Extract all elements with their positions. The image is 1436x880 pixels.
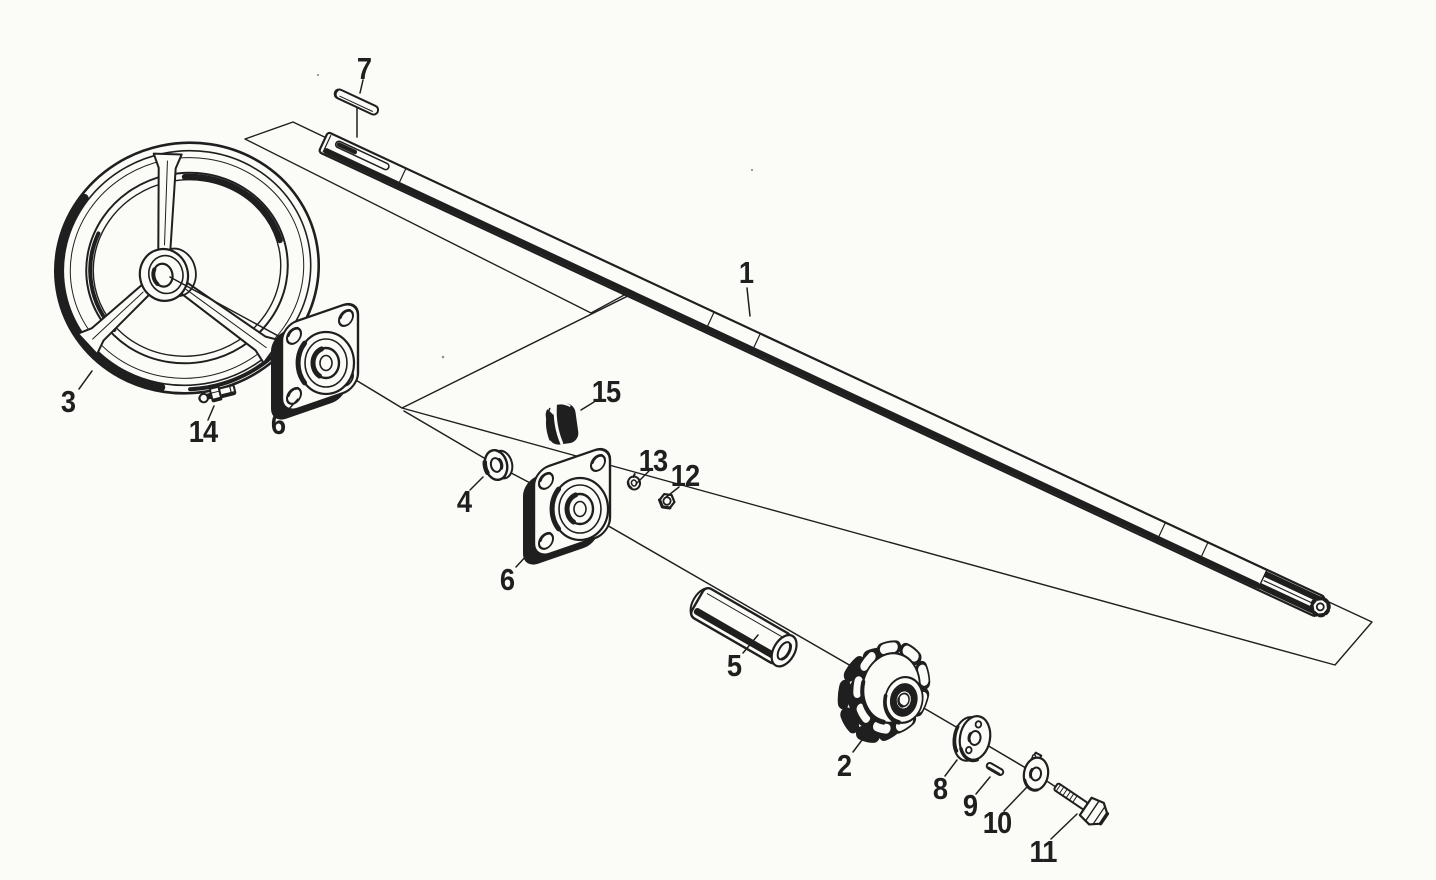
spline-end-face <box>1309 596 1331 618</box>
part-3-wheel <box>53 141 321 395</box>
part-label-7: 7 <box>356 51 372 86</box>
part-label-1: 1 <box>738 255 754 290</box>
bearing-boss-a <box>295 330 356 396</box>
part-6-flange-bearing-b <box>523 447 612 565</box>
keyway-slot <box>336 142 358 155</box>
part-9-pin <box>985 762 1005 776</box>
callout-leader-lines <box>78 287 1078 840</box>
part-5-spacer-tube <box>689 586 798 668</box>
part-label-11: 11 <box>1029 834 1057 869</box>
part-14-grease-fitting <box>198 384 237 404</box>
paper-specks <box>316 73 754 359</box>
sprocket-hub <box>883 675 924 725</box>
part-label-2: 2 <box>836 748 852 783</box>
part-label-8: 8 <box>932 771 948 806</box>
part-label-12: 12 <box>670 458 700 493</box>
part-label-15: 15 <box>591 374 621 409</box>
part-7-key <box>333 88 380 116</box>
part-label-9: 9 <box>962 788 978 823</box>
part-label-3: 3 <box>60 384 76 419</box>
part-6-flange-bearing-a <box>271 302 360 420</box>
part-label-13: 13 <box>638 443 668 478</box>
phantom-planes <box>244 121 1373 666</box>
part-12-nut <box>657 492 676 510</box>
part-13-washer <box>626 473 642 491</box>
part-label-10: 10 <box>982 805 1012 840</box>
part-label-4: 4 <box>456 484 472 519</box>
part-label-14: 14 <box>188 414 218 449</box>
part-2-sprocket <box>837 640 931 743</box>
spline-section <box>1258 571 1331 618</box>
part-10-lock-plate <box>1022 751 1050 792</box>
part-label-5: 5 <box>726 648 742 683</box>
rim-shadow <box>55 193 166 392</box>
part-4-lock-collar <box>482 449 514 481</box>
part-label-6a: 6 <box>270 406 286 441</box>
wheel-hub <box>138 247 197 302</box>
wheel-spokes <box>76 152 282 365</box>
key-leader-line <box>356 79 364 138</box>
part-15-clip <box>544 401 579 445</box>
part-8-retainer-disc <box>952 715 992 763</box>
part-label-6b: 6 <box>499 562 515 597</box>
part-1-shaft <box>318 131 1331 618</box>
part-11-hex-bolt <box>1053 782 1110 826</box>
bearing-boss-b <box>549 476 610 542</box>
